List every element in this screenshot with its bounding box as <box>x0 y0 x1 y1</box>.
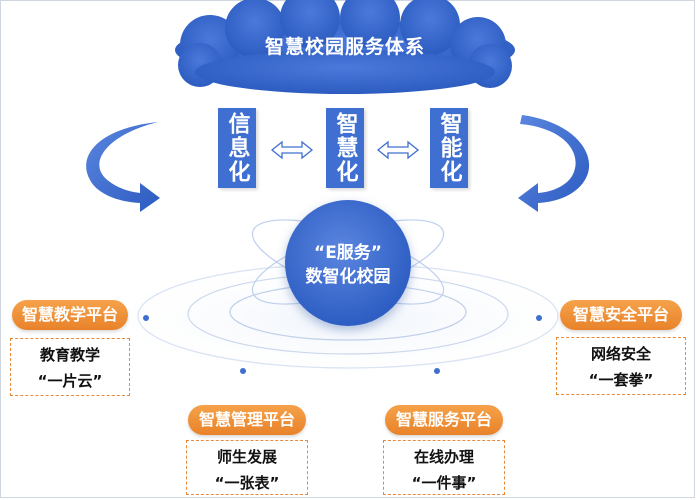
box-security-platform: 网络安全 “一套拳” <box>556 337 686 395</box>
badge-teaching-platform: 智慧教学平台 <box>12 300 128 330</box>
cloud-title: 智慧校园服务体系 <box>264 36 425 58</box>
management-line2: “一张表” <box>214 474 280 492</box>
security-line2: “一套拳” <box>588 371 654 389</box>
security-line1: 网络安全 <box>590 345 651 363</box>
badge-service-platform: 智慧服务平台 <box>385 405 503 435</box>
pillar-informatization: 信息化 <box>218 108 256 188</box>
pillar-smartization: 智慧化 <box>326 108 364 188</box>
double-arrow-left <box>270 140 314 160</box>
double-arrow-right <box>376 140 420 160</box>
badge-management-platform: 智慧管理平台 <box>188 405 306 435</box>
pillar-intelligentization: 智能化 <box>430 108 468 188</box>
curved-arrow-left-icon <box>86 122 160 212</box>
hub-circle: “E服务” 数智化校园 <box>285 200 411 326</box>
hub-line1: “E服务” <box>314 243 382 263</box>
hub-line2: 数智化校园 <box>305 267 391 287</box>
box-teaching-platform: 教育教学 “一片云” <box>10 338 130 396</box>
teaching-line1: 教育教学 <box>39 346 100 364</box>
badge-security-platform: 智慧安全平台 <box>560 300 682 330</box>
service-line2: “一件事” <box>411 474 477 492</box>
box-management-platform: 师生发展 “一张表” <box>186 440 308 495</box>
teaching-line2: “一片云” <box>37 372 103 390</box>
service-line1: 在线办理 <box>413 448 474 466</box>
management-line1: 师生发展 <box>216 448 277 466</box>
box-service-platform: 在线办理 “一件事” <box>383 440 505 495</box>
curved-arrow-right-icon <box>518 115 590 212</box>
cloud-shape <box>175 0 515 94</box>
